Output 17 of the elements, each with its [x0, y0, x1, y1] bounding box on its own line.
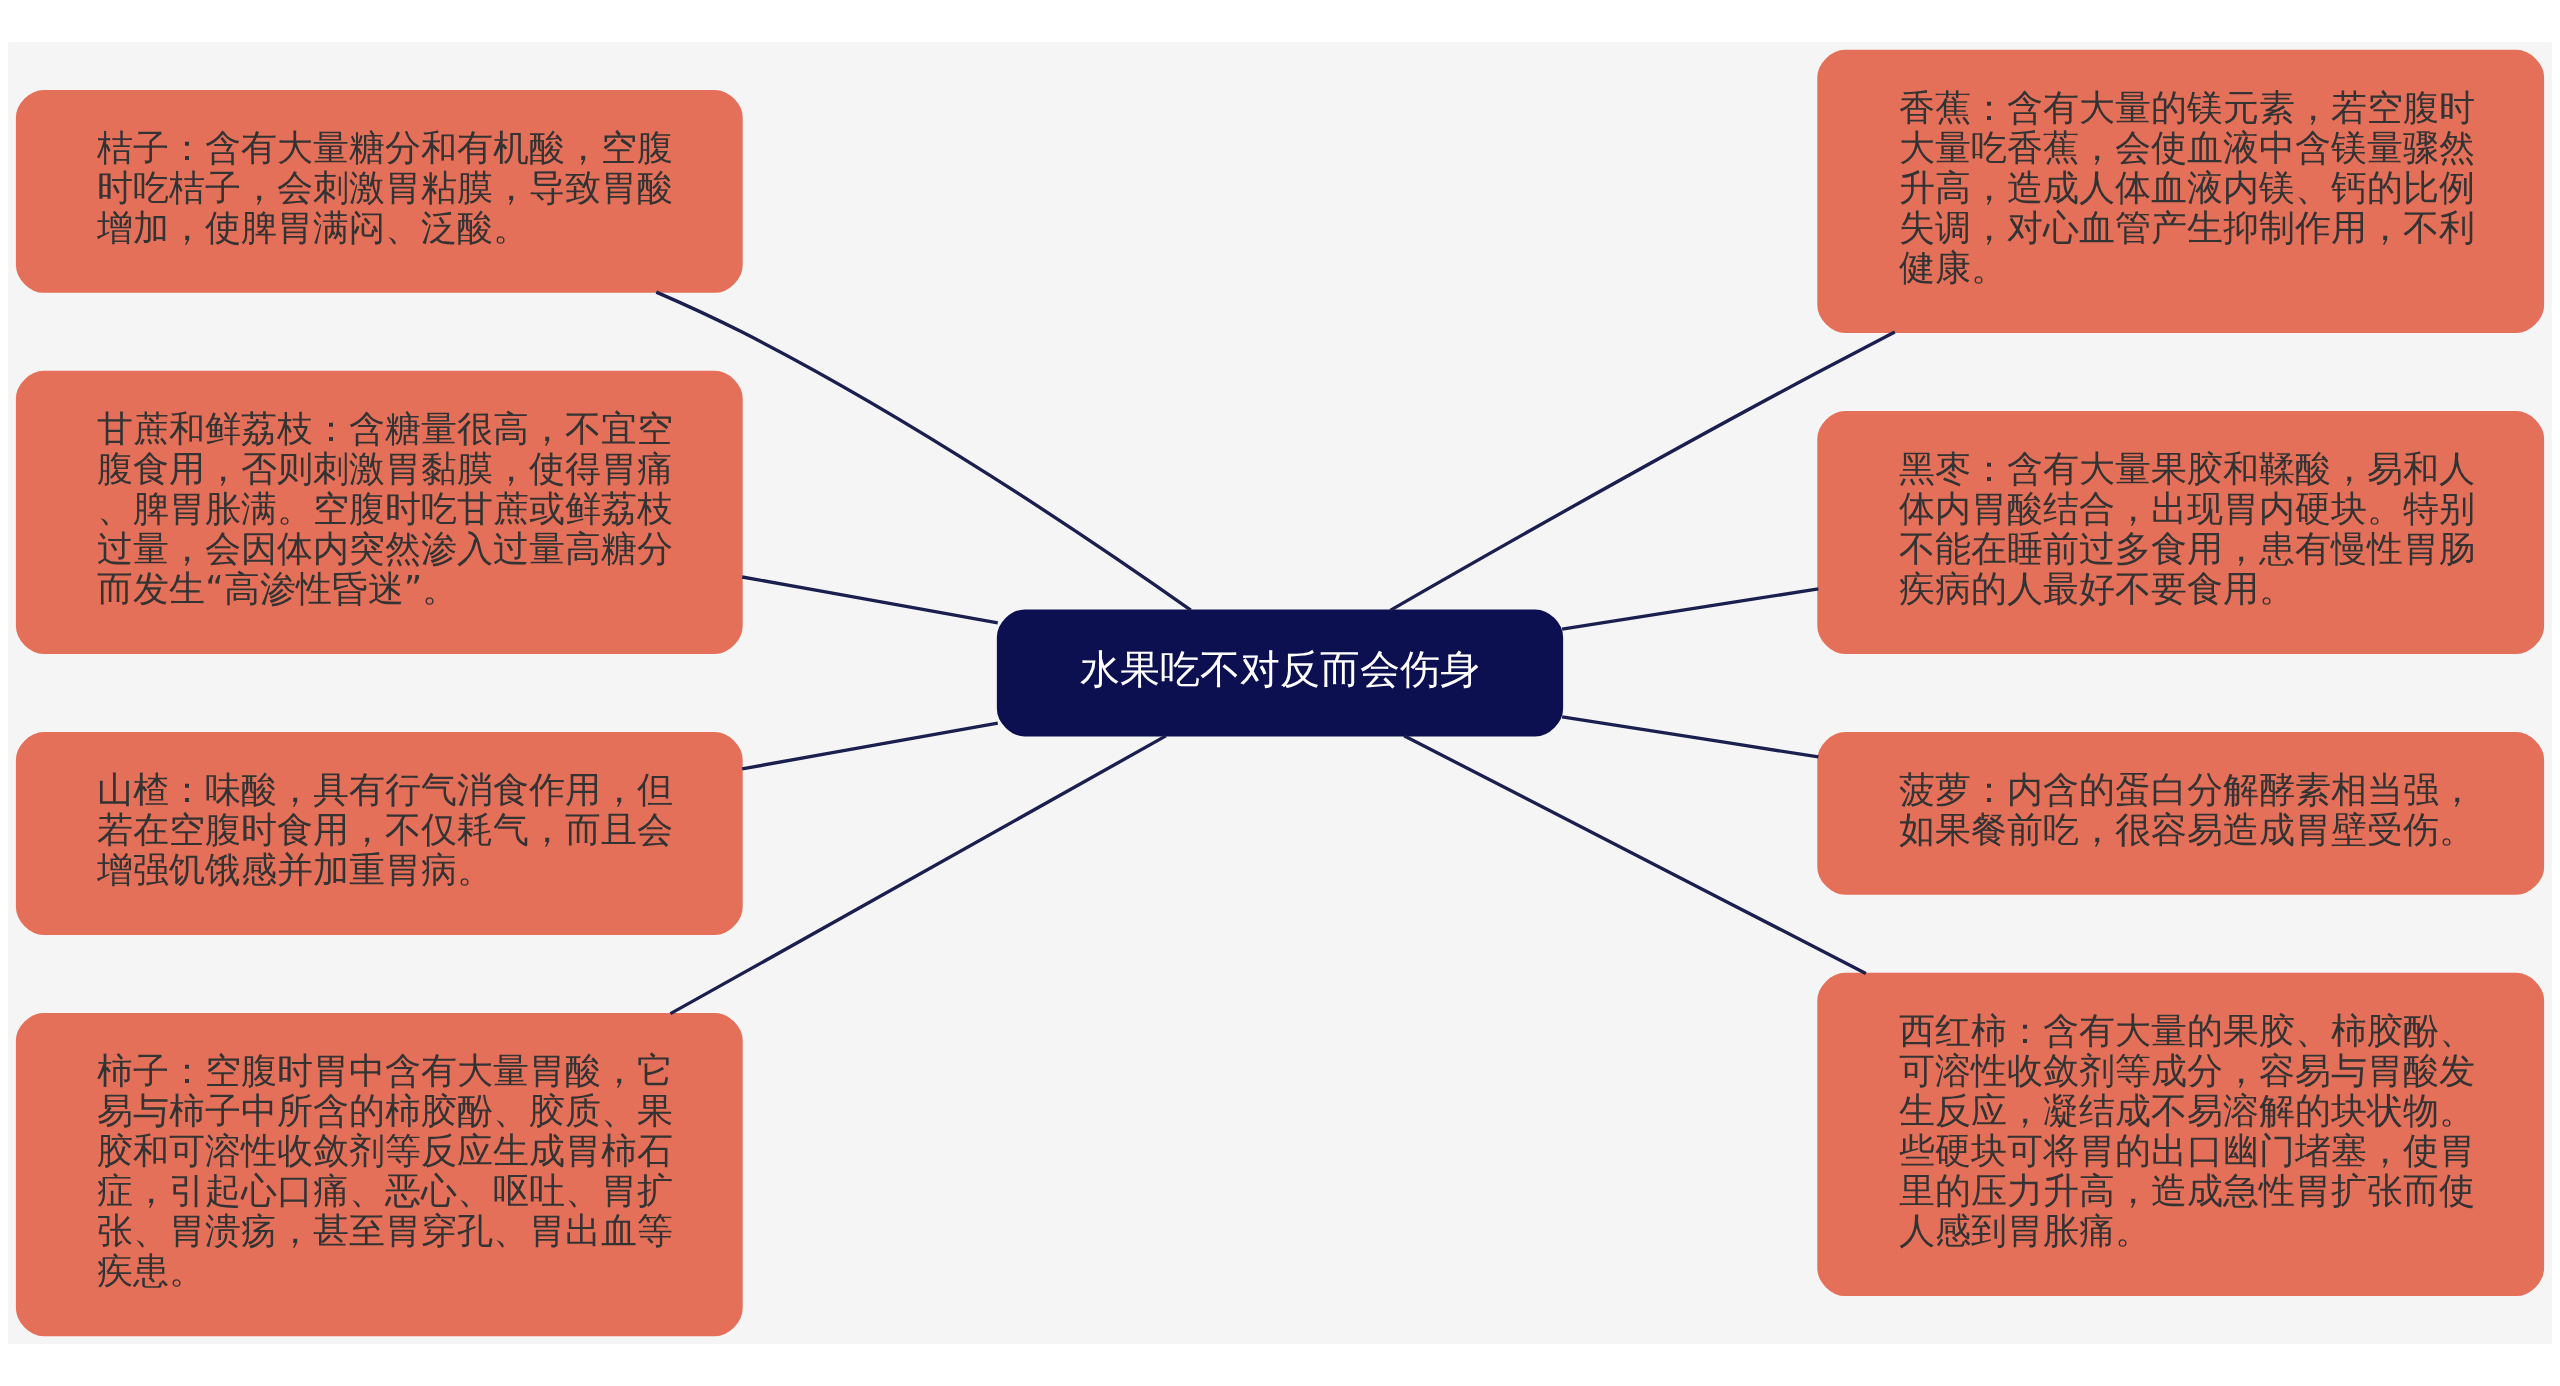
connector: [1403, 734, 1867, 975]
connector: [741, 721, 999, 771]
connector: [655, 290, 1192, 612]
node-box: 西红柿：含有大量的果胶、柿胶酚、可溶性收敛剂等成分，容易与胃酸发生反应，凝结成不易溶解的块状物。些硬块可将胃的出口幽门堵塞，使胃里的压力升高，造成急性胃扩张而使人感到胃胀痛。: [1817, 972, 2545, 1297]
node-box: 黑枣：含有大量果胶和鞣酸，易和人体内胃酸结合，出现胃内硬块。特别不能在睡前过多食用，患有慢性胃肠疾病的人最好不要食用。: [1817, 410, 2545, 654]
node-box: 香蕉：含有大量的镁元素，若空腹时大量吃香蕉，会使血液中含镁量骤然升高，造成人体血液内镁、钙的比例失调，对心血管产生抑制作用，不利健康。: [1817, 49, 2545, 333]
node-box: 水果吃不对反而会伤身: [996, 609, 1564, 737]
connector: [741, 575, 999, 625]
node-box: 柿子：空腹时胃中含有大量胃酸，它易与柿子中所含的柿胶酚、胶质、果胶和可溶性收敛剂等反应生成胃柿石症，引起心口痛、恶心、呕吐、胃扩张、胃溃疡，甚至胃穿孔、胃出血等疾患。: [15, 1012, 743, 1337]
node-box: 甘蔗和鲜荔枝：含糖量很高，不宜空腹食用，否则刺激胃黏膜，使得胃痛、脾胃胀满。空腹时吃甘蔗或鲜荔枝过量，会因体内突然渗入过量高糖分而发生“高渗性昏迷”。: [15, 370, 743, 654]
connector: [1389, 330, 1896, 612]
node-box: 山楂：味酸，具有行气消食作用，但若在空腹时食用，不仅耗气，而且会增强饥饿感并加重胃病。: [15, 732, 743, 935]
connector: [1561, 715, 1819, 759]
node-box: 菠萝：内含的蛋白分解酵素相当强，如果餐前吃，很容易造成胃壁受伤。: [1817, 732, 2545, 895]
node-box: 桔子：含有大量糖分和有机酸，空腹时吃桔子，会刺激胃粘膜，导致胃酸增加，使脾胃满闷、泛酸。: [15, 89, 743, 293]
connector: [1561, 587, 1819, 631]
connector: [669, 734, 1167, 1016]
